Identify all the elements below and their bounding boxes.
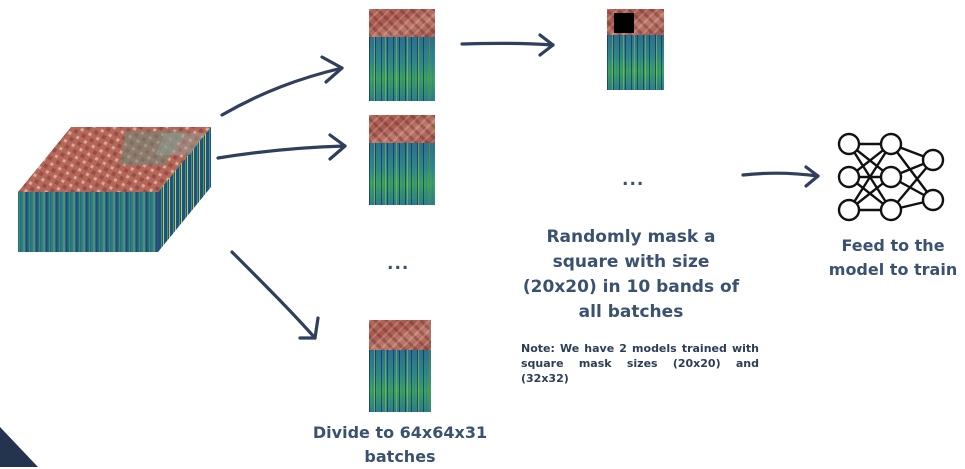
batches-ellipsis: ... bbox=[387, 254, 410, 274]
mask-square bbox=[614, 13, 634, 33]
arrow-to-batch-1 bbox=[220, 66, 344, 117]
masked-ellipsis: ... bbox=[622, 170, 645, 190]
arrow-to-model bbox=[741, 171, 820, 178]
divide-label: Divide to 64x64x31 batches bbox=[312, 423, 488, 466]
arrow-to-batch-2 bbox=[216, 144, 347, 160]
feed-label: Feed to the model to train bbox=[828, 236, 958, 279]
neural-network-icon bbox=[837, 132, 945, 222]
corner-decoration bbox=[0, 427, 38, 467]
masked-patch bbox=[607, 9, 664, 90]
note-text: Note: We have 2 models trained with squa… bbox=[521, 342, 759, 385]
hyperspectral-cube-icon bbox=[18, 127, 211, 252]
batch-patch-1 bbox=[369, 9, 435, 101]
batch-patch-2 bbox=[369, 115, 435, 205]
mask-label: Randomly mask a square with size (20x20)… bbox=[522, 227, 740, 322]
batch-patch-last bbox=[369, 320, 431, 412]
arrow-to-batch-last bbox=[230, 250, 317, 340]
arrow-to-mask bbox=[460, 41, 555, 47]
